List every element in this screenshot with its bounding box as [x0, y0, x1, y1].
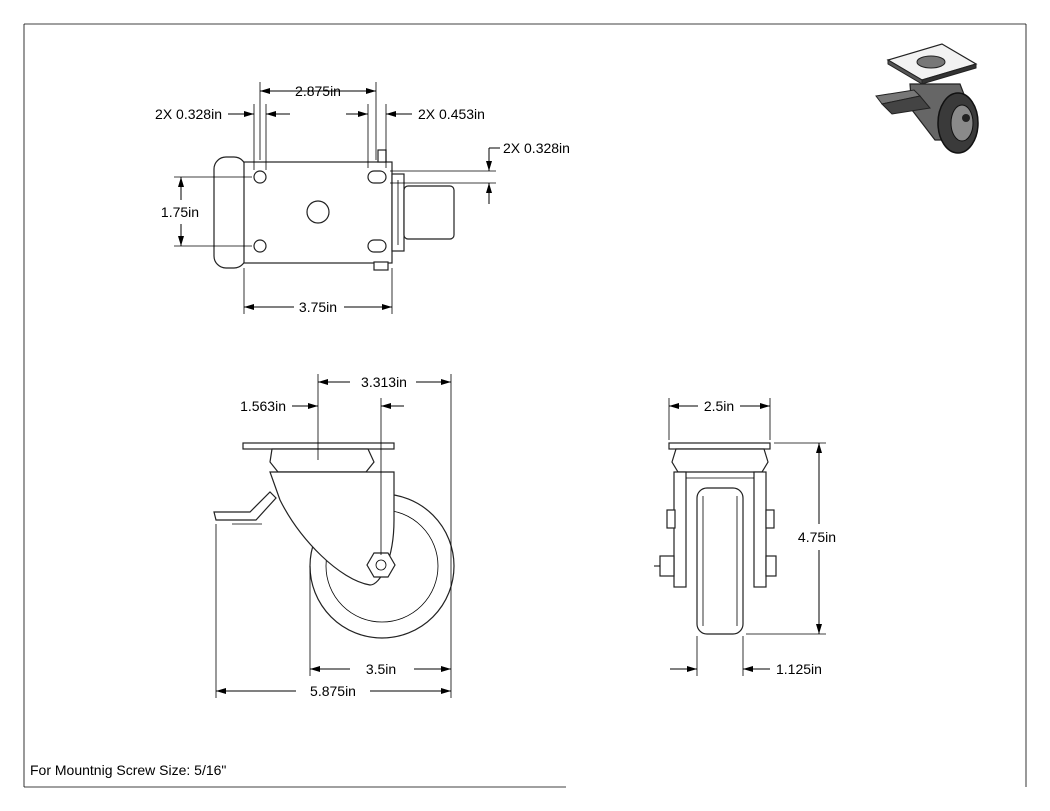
brake-pedal-side	[213, 491, 277, 521]
bolt-hole-bottom-left	[253, 239, 267, 253]
dim-plate-width-top: 3.75in	[299, 299, 337, 315]
swivel-section-side	[269, 448, 375, 473]
bolt-slot-bottom-right	[367, 239, 387, 253]
dim-bolt-spacing-y: 1.75in	[161, 204, 199, 220]
fork-leg-right-front	[753, 471, 767, 588]
dim-bolt-spacing-x: 2.875in	[295, 83, 341, 99]
brake-bracket-right-front	[765, 509, 775, 529]
wheel-hub-top	[403, 185, 455, 240]
dim-wheel-width: 1.125in	[776, 661, 822, 677]
dim-plate-width-front: 2.5in	[704, 398, 734, 414]
kingpin-hole	[306, 200, 330, 224]
side-view: 3.313in 1.563in 3.5in 5.875in	[213, 374, 455, 699]
brake-bracket-front	[666, 509, 676, 529]
mounting-screw-note: For Mountnig Screw Size: 5/16"	[30, 762, 226, 778]
axle-nut-side	[366, 552, 396, 578]
bolt-hole-top-left	[253, 170, 267, 184]
axle-nut-left-front	[659, 555, 675, 577]
dim-hole-left: 2X 0.328in	[155, 106, 222, 122]
axle-nut-right-front	[765, 555, 777, 577]
isometric-caster-thumbnail	[875, 43, 979, 154]
top-plate-side	[242, 442, 395, 450]
bolt-slot-top-right	[367, 170, 387, 184]
dim-overall-length: 5.875in	[310, 683, 356, 699]
dim-wheel-diameter: 3.5in	[366, 661, 396, 677]
swivel-section-front	[671, 448, 769, 473]
front-view: 2.5in 4.75in 1.125in	[654, 398, 836, 677]
brake-pedal-top	[213, 156, 247, 269]
top-plate-front	[668, 442, 771, 450]
wheel-front	[696, 487, 744, 635]
brake-spring-top	[377, 149, 387, 163]
drawing-frame	[23, 23, 1027, 788]
fork-leg-left-front	[673, 471, 687, 588]
dim-slot-height: 2X 0.328in	[503, 140, 570, 156]
dim-swivel-offset: 1.563in	[240, 398, 286, 414]
dim-overall-height: 4.75in	[798, 529, 836, 545]
fork-leg-side	[269, 471, 395, 586]
top-view: 2.875in 2X 0.328in 2X 0.453in 2X 0.328in	[155, 82, 570, 315]
axle-nut-top	[373, 261, 389, 271]
dim-total-offset: 3.313in	[361, 374, 407, 390]
dim-slot-right: 2X 0.453in	[418, 106, 485, 122]
